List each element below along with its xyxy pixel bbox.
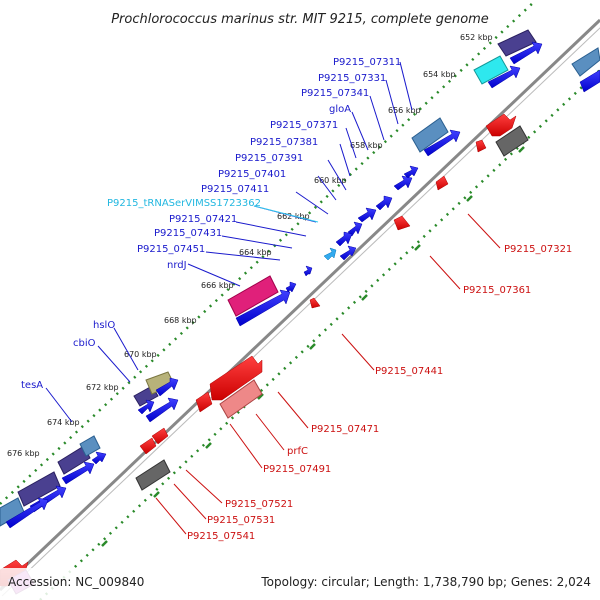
gene-label[interactable]: P9215_07411 <box>201 184 269 195</box>
forward-gene-arrow[interactable] <box>303 265 313 277</box>
gene-label[interactable]: P9215_07371 <box>270 120 338 131</box>
accession-text: Accession: NC_009840 <box>8 575 144 589</box>
forward-gene-arrow[interactable] <box>339 245 357 261</box>
forward-gene-arrow[interactable] <box>235 289 291 327</box>
cds-feature-box[interactable] <box>497 29 537 57</box>
gene-label[interactable]: nrdJ <box>167 260 187 271</box>
forward-gene-labels: P9215_07311 P9215_07331 P9215_07341 gloA… <box>21 57 401 391</box>
trna-feature[interactable] <box>323 247 337 261</box>
gene-label[interactable]: P9215_07331 <box>318 73 386 84</box>
kbp-tick-label: 674 kbp <box>47 418 80 427</box>
kbp-tick-label: 666 kbp <box>201 281 234 290</box>
kbp-tick-label: 664 kbp <box>239 248 272 257</box>
gene-label[interactable]: P9215_07401 <box>218 169 286 180</box>
gene-label[interactable]: P9215_07491 <box>263 464 331 475</box>
cds-feature-box[interactable] <box>135 459 171 491</box>
kbp-tick-label: 668 kbp <box>164 316 197 325</box>
gene-label[interactable]: P9215_07471 <box>311 424 379 435</box>
forward-gene-arrow[interactable] <box>155 377 179 397</box>
gene-label[interactable]: P9215_07541 <box>187 531 255 542</box>
gene-label[interactable]: P9215_07421 <box>169 214 237 225</box>
gene-label[interactable]: tesA <box>21 380 43 391</box>
cds-feature-box[interactable] <box>473 55 509 85</box>
inner-scale-track <box>39 69 600 600</box>
kbp-tick-label: 676 kbp <box>7 449 40 458</box>
cds-feature-box[interactable] <box>79 435 101 457</box>
cds-feature-box[interactable] <box>495 125 529 157</box>
reverse-gene-arrow[interactable] <box>393 215 411 231</box>
map-title: Prochlorococcus marinus str. MIT 9215, c… <box>111 12 489 27</box>
gene-label[interactable]: P9215_tRNASerVIMSS1723362 <box>107 198 261 209</box>
gene-label[interactable]: P9215_07381 <box>250 137 318 148</box>
reverse-gene-arrow[interactable] <box>151 427 169 445</box>
kbp-tick-label: 672 kbp <box>86 383 119 392</box>
reverse-gene-arrow[interactable] <box>195 391 213 413</box>
gene-label[interactable]: P9215_07431 <box>154 228 222 239</box>
gene-label[interactable]: hslO <box>93 320 115 331</box>
reverse-gene-arrow[interactable] <box>485 113 517 137</box>
gene-label[interactable]: P9215_07311 <box>333 57 401 68</box>
forward-gene-arrow[interactable] <box>403 165 419 179</box>
reverse-gene-arrow[interactable] <box>209 355 263 401</box>
genome-summary-text: Topology: circular; Length: 1,738,790 bp… <box>260 575 591 589</box>
gene-label[interactable]: P9215_07321 <box>504 244 572 255</box>
forward-gene-arrow[interactable] <box>487 65 521 89</box>
cds-feature-box[interactable] <box>219 379 263 419</box>
forward-gene-arrow[interactable] <box>347 221 363 237</box>
forward-gene-arrow[interactable] <box>91 451 107 465</box>
reverse-feature-track <box>135 125 529 491</box>
inner-major-ticks <box>101 146 525 547</box>
forward-gene-arrow[interactable] <box>61 461 95 485</box>
backbone-line <box>0 18 600 592</box>
gene-label[interactable]: P9215_07361 <box>463 285 531 296</box>
gene-label[interactable]: P9215_07531 <box>207 515 275 526</box>
cds-feature-box[interactable] <box>227 275 279 317</box>
forward-leader-lines <box>45 61 413 423</box>
kbp-tick-label: 652 kbp <box>460 33 493 42</box>
forward-gene-arrow[interactable] <box>579 69 600 93</box>
kbp-tick-label: 654 kbp <box>423 70 456 79</box>
gene-label[interactable]: P9215_07451 <box>137 244 205 255</box>
gene-label[interactable]: cbiO <box>73 338 96 349</box>
forward-gene-arrow[interactable] <box>335 231 353 247</box>
reverse-leader-lines <box>155 213 501 535</box>
kbp-tick-label: 660 kbp <box>314 176 347 185</box>
forward-gene-arrow[interactable] <box>137 399 155 415</box>
forward-gene-arrow[interactable] <box>145 397 179 423</box>
gene-label[interactable]: gloA <box>329 104 351 115</box>
gene-label[interactable]: P9215_07441 <box>375 366 443 377</box>
forward-feature-track <box>0 29 600 527</box>
reverse-gene-labels: P9215_07321 P9215_07361 P9215_07441 P921… <box>187 244 572 542</box>
kbp-tick-label: 656 kbp <box>388 106 421 115</box>
backbone-line-shadow <box>1 27 600 597</box>
reverse-gene-arrow[interactable] <box>435 175 449 191</box>
forward-gene-arrow[interactable] <box>423 129 461 157</box>
kbp-tick-label: 670 kbp <box>124 350 157 359</box>
reverse-gene-arrow[interactable] <box>139 437 157 455</box>
trna-leader-line <box>253 205 319 223</box>
forward-gene-arrow[interactable] <box>285 281 297 293</box>
forward-gene-arrow[interactable] <box>5 497 49 529</box>
cds-feature-box[interactable] <box>571 47 600 77</box>
gene-label[interactable]: P9215_07341 <box>301 88 369 99</box>
cds-feature-box[interactable] <box>17 471 61 507</box>
footer-bar <box>0 568 600 600</box>
cds-feature-box[interactable] <box>57 445 91 475</box>
forward-gene-arrow[interactable] <box>375 195 393 211</box>
forward-gene-arrows <box>5 41 600 529</box>
forward-gene-arrow[interactable] <box>509 41 543 65</box>
gene-label[interactable]: P9215_07521 <box>225 499 293 510</box>
gene-label[interactable]: P9215_07391 <box>235 153 303 164</box>
reverse-gene-arrow[interactable] <box>475 139 487 153</box>
gene-label[interactable]: prfC <box>287 446 308 457</box>
cds-feature-box[interactable] <box>411 117 449 153</box>
reverse-gene-arrow[interactable] <box>309 297 321 309</box>
forward-gene-arrow[interactable] <box>357 207 377 223</box>
forward-gene-arrow[interactable] <box>393 175 413 191</box>
